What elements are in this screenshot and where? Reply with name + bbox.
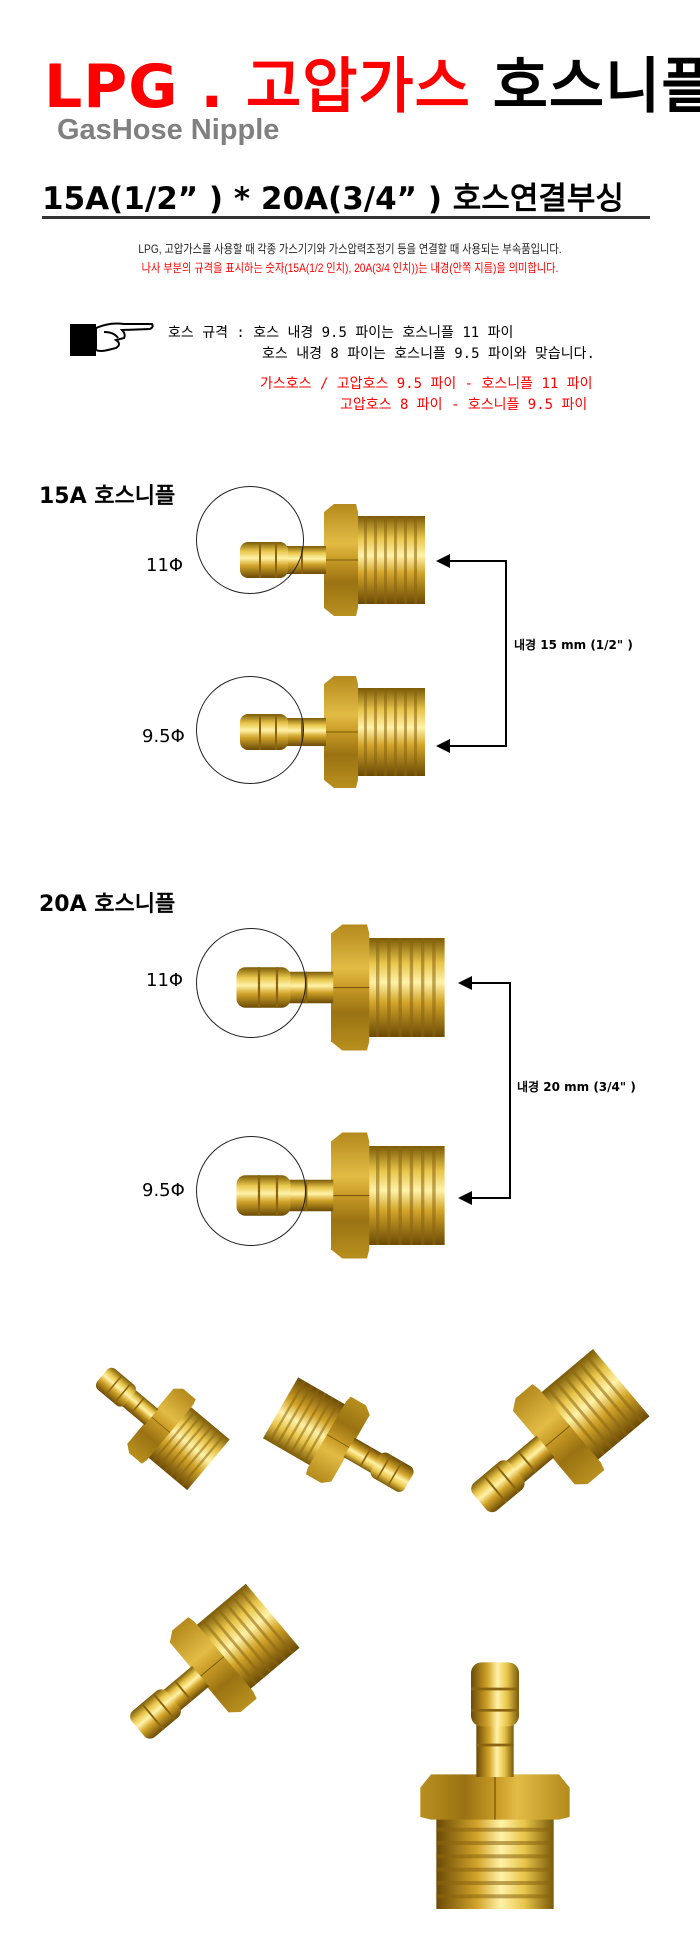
spec-line-1: 호스 내경 9.5 파이는 호스니플 11 파이 xyxy=(253,325,514,341)
arrow-line xyxy=(505,560,507,747)
arrow-head-icon xyxy=(458,976,472,990)
section-20a-title: 20A 호스니플 xyxy=(39,892,176,917)
spec-label-line: 호스 규격 : 호스 내경 9.5 파이는 호스니플 11 파이 xyxy=(168,322,513,342)
title-black: 호스니플 xyxy=(492,52,700,122)
arrow-head-icon xyxy=(436,739,450,753)
highlight-circle xyxy=(196,1136,306,1246)
arrow-line xyxy=(450,745,506,747)
product-photo-2 xyxy=(251,1362,440,1529)
description-line-1: LPG, 고압가스를 사용할 때 각종 가스기기와 가스압력조정기 등을 연결할… xyxy=(138,242,562,256)
arrow-head-icon xyxy=(458,1191,472,1205)
spec-red-line-1: 가스호스 / 고압호스 9.5 파이 - 호스니플 11 파이 xyxy=(260,376,593,392)
arrow-line xyxy=(509,982,511,1199)
page-title: LPG . 고압가스 호스니플 xyxy=(44,38,700,125)
product-photo-1 xyxy=(65,1333,244,1506)
highlight-circle xyxy=(196,676,304,784)
description-line-2: 나사 부분의 규격을 표시하는 숫자(15A(1/2 인치), 20A(3/4 … xyxy=(141,261,559,275)
dimension-20a: 내경 20 mm (3/4" ) xyxy=(517,1080,636,1094)
arrow-line xyxy=(450,560,506,562)
subtitle: GasHose Nipple xyxy=(57,114,280,146)
label-9-5phi: 9.5Φ xyxy=(142,726,185,747)
pointing-hand-icon xyxy=(70,322,154,356)
label-11phi: 11Φ xyxy=(146,555,184,576)
arrow-line xyxy=(470,1197,510,1199)
spec-line-2: 호스 내경 8 파이는 호스니플 9.5 파이와 맞습니다. xyxy=(262,346,595,362)
product-photo-3 xyxy=(433,1330,667,1554)
label-11phi: 11Φ xyxy=(146,970,184,991)
spec-label: 호스 규격 : xyxy=(168,325,245,341)
spec-red-line-2: 고압호스 8 파이 - 호스니플 9.5 파이 xyxy=(340,397,588,413)
arrow-line xyxy=(470,982,510,984)
label-9-5phi: 9.5Φ xyxy=(142,1180,185,1201)
section-15a-title: 15A 호스니플 xyxy=(39,484,176,509)
product-photo-4 xyxy=(95,1567,314,1777)
arrow-head-icon xyxy=(436,554,450,568)
dimension-15a: 내경 15 mm (1/2" ) xyxy=(514,638,633,652)
product-heading: 15A(1/2” ) * 20A(3/4” ) 호스연결부싱 xyxy=(42,182,650,219)
title-red: LPG . 고압가스 xyxy=(44,52,471,122)
highlight-circle xyxy=(196,928,306,1038)
product-photo-5 xyxy=(415,1650,575,1920)
highlight-circle xyxy=(196,486,304,594)
